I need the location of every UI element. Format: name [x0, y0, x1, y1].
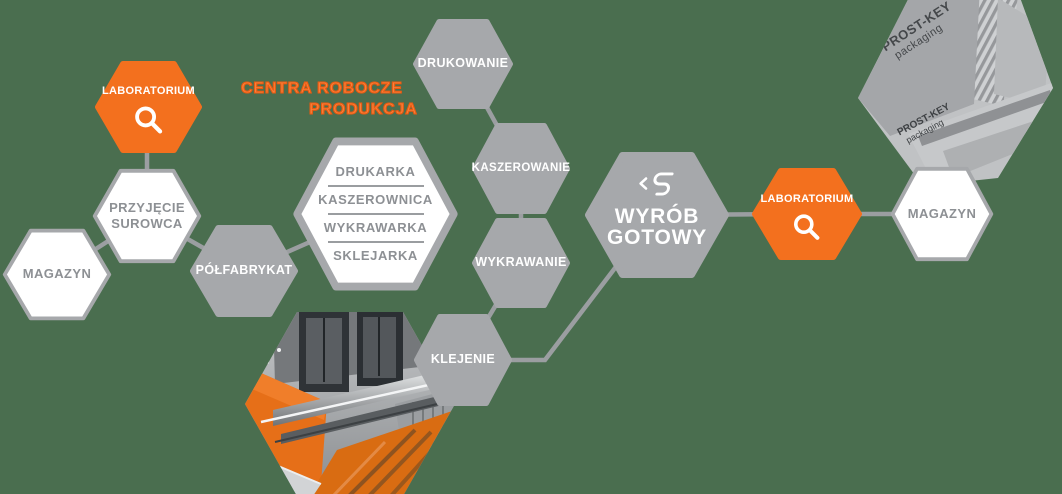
- node-label: DRUKOWANIE: [417, 56, 509, 71]
- hexagon-shape: [585, 152, 729, 278]
- node-label-line2: SUROWCA: [111, 216, 183, 231]
- node-label: KASZEROWANIE: [471, 162, 571, 175]
- machine-name: SKLEJARKA: [333, 248, 418, 264]
- hexagon-shape: [890, 166, 994, 262]
- node-label: LABORATORIUM: [101, 85, 196, 98]
- machine-name: DRUKARKA: [335, 163, 416, 179]
- machine-name: KASZEROWNICA: [318, 191, 433, 207]
- node-label: WYKRAWANIE: [475, 255, 567, 270]
- node-laboratorium-out: LABORATORIUM: [752, 168, 862, 260]
- node-magazyn-in: MAGAZYN: [2, 228, 112, 321]
- hexagon-shape: [752, 168, 862, 260]
- hexagon-shape: [472, 123, 570, 214]
- node-label: LABORATORIUM: [760, 193, 854, 206]
- node-kaszerowanie: KASZEROWANIE: [472, 123, 570, 214]
- package-icon: [639, 171, 674, 196]
- node-klejenie: KLEJENIE: [414, 314, 512, 406]
- machine-name: WYKRAWARKA: [323, 220, 428, 235]
- node-polfabrykat: PÓŁFABRYKAT: [190, 225, 298, 317]
- hexagon-shape: [472, 218, 570, 308]
- hexagon-shape: [92, 168, 202, 264]
- node-label: PÓŁFABRYKAT: [195, 263, 293, 278]
- section-heading-line2: PRODUKCJA: [308, 100, 418, 118]
- node-label: MAGAZYN: [907, 205, 977, 221]
- node-drukowanie: DRUKOWANIE: [413, 19, 513, 109]
- hexagon-shape: [2, 228, 112, 321]
- divider-line: [327, 241, 424, 244]
- magnifier-icon: [134, 106, 162, 134]
- node-label: MAGAZYN: [22, 266, 92, 282]
- machine-photo-graphic: [245, 312, 455, 494]
- machine-photo: [245, 312, 455, 494]
- node-label-line1: WYRÓB: [614, 204, 700, 228]
- node-magazyn-out: MAGAZYN: [890, 166, 994, 262]
- section-heading-line1: CENTRA ROBOCZE: [240, 79, 403, 97]
- node-laboratorium-in: LABORATORIUM: [95, 61, 202, 153]
- hexagon-shape: [413, 19, 513, 109]
- node-wykrawanie: WYKRAWANIE: [472, 218, 570, 308]
- magnifier-icon: [794, 214, 820, 240]
- hexagon-shape: [414, 314, 512, 406]
- node-label-line1: PRZYJĘCIE: [109, 199, 185, 215]
- divider-line: [327, 213, 424, 215]
- node-label-line2: GOTOWY: [606, 225, 708, 249]
- packaging-photo: PROST-KEY packaging PROST-KEY packaging: [848, 0, 1062, 198]
- divider-line: [327, 184, 424, 187]
- node-przyjecie-surowca: PRZYJĘCIE SUROWCA: [92, 168, 202, 264]
- hexagon-shape: [190, 225, 298, 317]
- node-centra-robocze: DRUKARKA KASZEROWNICA WYKRAWARKA SKLEJAR…: [293, 137, 458, 291]
- node-wyrob-gotowy: WYRÓB GOTOWY: [585, 152, 729, 278]
- packaging-photo-graphic: PROST-KEY packaging PROST-KEY packaging: [858, 0, 1053, 186]
- node-label: KLEJENIE: [430, 352, 496, 367]
